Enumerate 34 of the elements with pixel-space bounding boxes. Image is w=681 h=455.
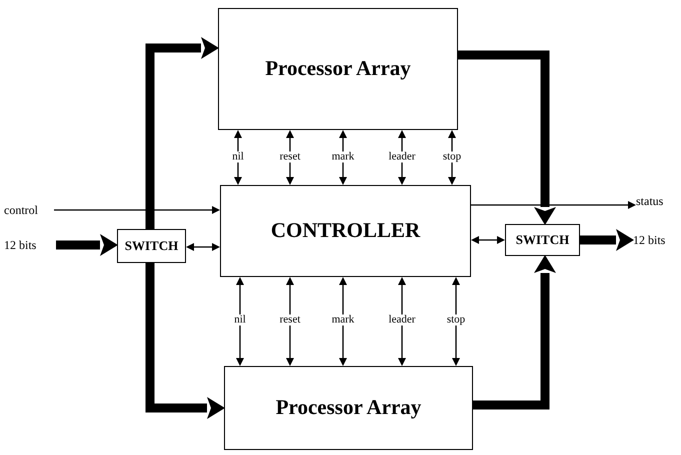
- edge-label: mark: [330, 314, 356, 326]
- thick-arrow: [146, 263, 225, 419]
- edge-label: nil: [233, 314, 247, 326]
- arrow: [286, 277, 294, 366]
- edge-label: reset: [278, 314, 302, 326]
- controller-box: CONTROLLER: [220, 185, 471, 277]
- signal-label: control: [4, 201, 54, 218]
- signal-label: 12 bits: [4, 236, 56, 253]
- processor-array-box: Processor Array: [218, 8, 458, 130]
- arrow: [471, 236, 505, 244]
- edge-label: stop: [446, 314, 466, 326]
- arrow: [54, 206, 220, 214]
- thick-arrow: [146, 37, 219, 229]
- arrow: [186, 243, 220, 251]
- thick-arrow: [458, 50, 556, 225]
- signal-label: status: [636, 192, 680, 209]
- arrow: [452, 277, 460, 366]
- edge-label: leader: [388, 152, 416, 162]
- thick-arrow: [473, 255, 556, 410]
- edge-label: reset: [278, 152, 302, 162]
- edge-label: nil: [231, 152, 245, 162]
- edge-label: stop: [442, 152, 462, 162]
- processor-array-box: Processor Array: [224, 366, 473, 450]
- thick-arrow: [580, 229, 634, 251]
- arrow: [236, 277, 244, 366]
- arrow: [234, 130, 242, 185]
- arrow: [471, 201, 636, 209]
- edge-label: leader: [388, 314, 416, 326]
- thick-arrow: [56, 234, 118, 256]
- switch-box: SWITCH: [117, 229, 186, 263]
- switch-box: SWITCH: [505, 224, 580, 256]
- edge-label: mark: [330, 152, 356, 162]
- signal-label: 12 bits: [633, 231, 681, 248]
- arrow: [448, 130, 456, 185]
